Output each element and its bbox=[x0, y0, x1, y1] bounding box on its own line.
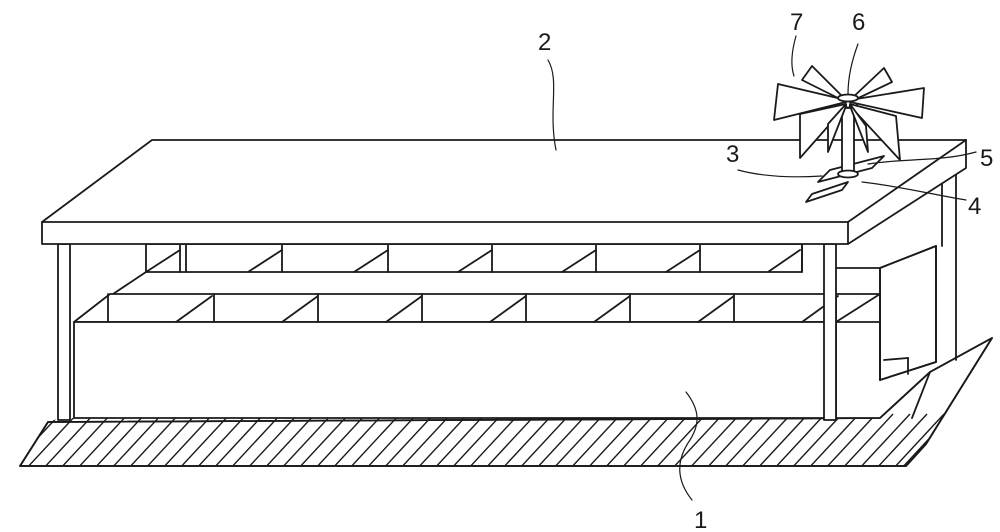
front-divider-diagonal bbox=[697, 295, 735, 323]
rear-divider-diagonal bbox=[353, 249, 389, 273]
label-3: 3 bbox=[726, 141, 739, 168]
front-divider-diagonal bbox=[385, 295, 423, 323]
front-divider-diagonal bbox=[281, 295, 319, 323]
hatch-line bbox=[194, 413, 248, 466]
roof-panel bbox=[41, 139, 967, 245]
rear-trough bbox=[109, 243, 803, 297]
hatch-line bbox=[415, 413, 469, 466]
hatch-line bbox=[449, 413, 503, 466]
hatch-line bbox=[687, 413, 741, 466]
hatch-line bbox=[653, 413, 707, 466]
label-1: 1 bbox=[694, 507, 707, 532]
front-divider-diagonal bbox=[593, 295, 631, 323]
hatch-line bbox=[432, 413, 486, 466]
hatch-line bbox=[942, 413, 992, 466]
hatch-line bbox=[126, 413, 180, 466]
hatch-line bbox=[364, 413, 418, 466]
hatch-line bbox=[840, 413, 894, 466]
hatch-line bbox=[806, 413, 860, 466]
front-divider-diagonal bbox=[175, 295, 213, 323]
leader-lines bbox=[547, 35, 977, 501]
hatch-line bbox=[772, 413, 826, 466]
hatch-line bbox=[755, 413, 809, 466]
rear-divider-diagonal bbox=[247, 249, 283, 273]
hatch-line bbox=[568, 413, 622, 466]
hatch-line bbox=[109, 413, 163, 466]
hatch-line bbox=[0, 414, 9, 470]
hatch-line bbox=[228, 413, 282, 466]
hatch-line bbox=[891, 413, 945, 466]
rear-divider-diagonal bbox=[767, 249, 801, 273]
hatch-line bbox=[721, 413, 775, 466]
label-4: 4 bbox=[968, 193, 981, 220]
hatch-line bbox=[534, 413, 588, 466]
hatch-line bbox=[143, 413, 197, 466]
side-housing bbox=[835, 169, 957, 381]
label-5: 5 bbox=[980, 145, 993, 172]
label-2: 2 bbox=[538, 29, 551, 56]
hatch-line bbox=[670, 413, 724, 466]
hatch-line bbox=[296, 413, 350, 466]
hatch-line bbox=[994, 414, 1000, 470]
hatch-line bbox=[585, 413, 639, 466]
hatch-line bbox=[245, 413, 299, 466]
hatch-line bbox=[551, 413, 605, 466]
reference-numerals: 1 2 3 4 5 6 7 bbox=[538, 9, 993, 532]
hatch-line bbox=[279, 413, 333, 466]
rear-divider-diagonal bbox=[457, 249, 493, 273]
hatch-line bbox=[636, 413, 690, 466]
hatch-line bbox=[58, 413, 112, 466]
hatch-line bbox=[619, 413, 673, 466]
hatch-line bbox=[466, 413, 520, 466]
hatch-line bbox=[262, 413, 316, 466]
hatch-line bbox=[92, 413, 146, 466]
label-6: 6 bbox=[852, 9, 865, 36]
hatch-line bbox=[976, 413, 992, 466]
hatch-line bbox=[857, 413, 911, 466]
hatch-line bbox=[381, 413, 435, 466]
hatch-line bbox=[211, 413, 265, 466]
hatch-line bbox=[500, 413, 554, 466]
hatch-line bbox=[330, 413, 384, 466]
label-7: 7 bbox=[790, 9, 803, 36]
hatch-line bbox=[789, 413, 843, 466]
hatch-line bbox=[24, 413, 78, 466]
hatch-line bbox=[704, 413, 758, 466]
hatch-line bbox=[738, 413, 792, 466]
rear-divider-diagonal bbox=[561, 249, 597, 273]
hatch-line bbox=[398, 413, 452, 466]
rear-divider-diagonal bbox=[145, 249, 181, 273]
hatch-line bbox=[984, 338, 992, 466]
hatch-line bbox=[483, 413, 537, 466]
hatch-line bbox=[313, 413, 367, 466]
hatch-line bbox=[75, 413, 129, 466]
front-divider-diagonal bbox=[489, 295, 527, 323]
hatch-line bbox=[959, 413, 992, 466]
front-trough bbox=[73, 293, 881, 419]
hatch-line bbox=[41, 413, 95, 466]
hatch-line bbox=[177, 413, 231, 466]
rotor-blades bbox=[773, 65, 925, 161]
rear-divider-diagonal bbox=[665, 249, 701, 273]
hatch-line bbox=[517, 413, 571, 466]
hatch-line bbox=[602, 413, 656, 466]
hatch-line bbox=[160, 413, 214, 466]
hatch-line bbox=[823, 413, 877, 466]
hatch-line bbox=[874, 413, 928, 466]
hatch-line bbox=[347, 413, 401, 466]
